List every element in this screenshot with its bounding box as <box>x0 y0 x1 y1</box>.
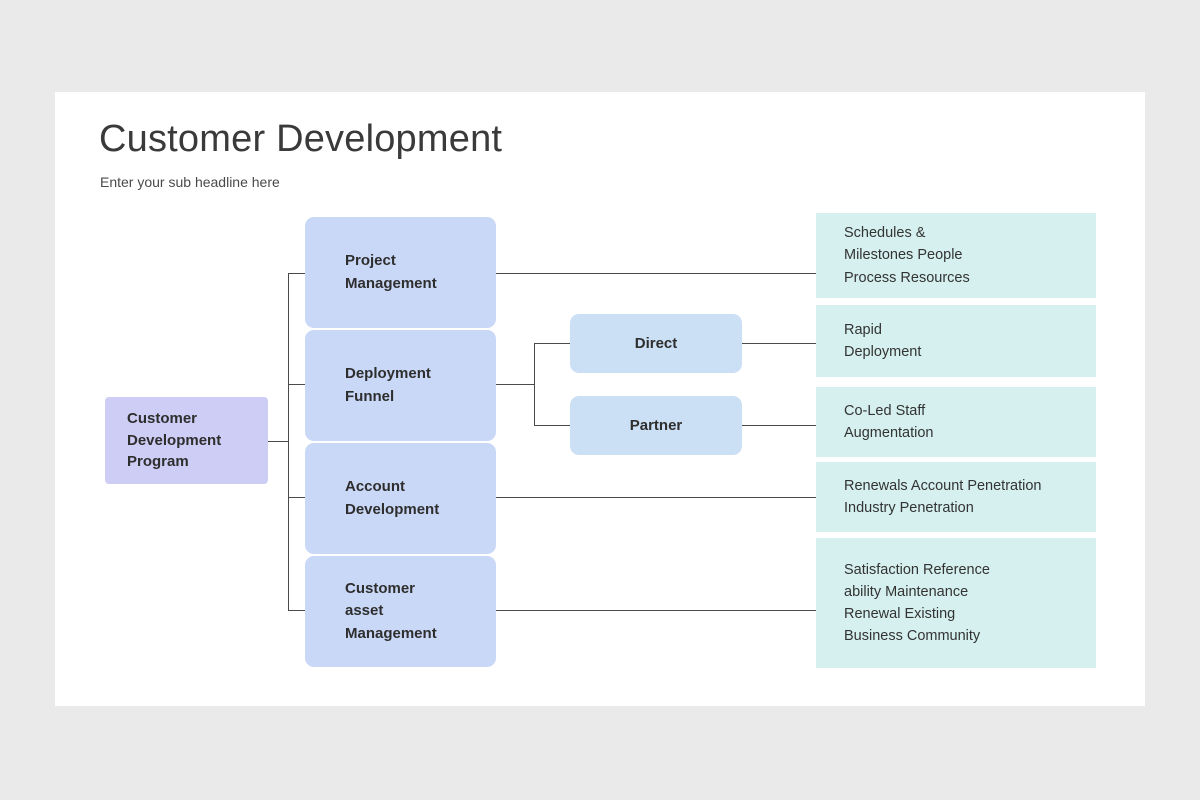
node-label: Deployment Funnel <box>345 365 431 405</box>
connector-branch-3 <box>288 497 305 498</box>
connector-branch-4 <box>288 610 305 611</box>
connector-branch-2 <box>288 384 305 385</box>
org-chart-diagram: Customer Development Program Project Man… <box>55 92 1145 706</box>
page-subtitle: Enter your sub headline here <box>100 174 280 190</box>
detail-co-led-staff-augmentation[interactable]: Co-Led Staff Augmentation <box>816 387 1096 457</box>
connector-root-trunk <box>288 273 289 610</box>
node-direct[interactable]: Direct <box>570 314 742 373</box>
node-partner[interactable]: Partner <box>570 396 742 455</box>
detail-label: Renewals Account Penetration Industry Pe… <box>844 477 1042 516</box>
connector-branch2-trunk <box>534 343 535 425</box>
detail-schedules-milestones[interactable]: Schedules & Milestones People Process Re… <box>816 213 1096 298</box>
detail-renewals-account-penetration[interactable]: Renewals Account Penetration Industry Pe… <box>816 462 1096 532</box>
detail-satisfaction-reference[interactable]: Satisfaction Reference ability Maintenan… <box>816 538 1096 668</box>
node-project-management[interactable]: Project Management <box>305 217 496 328</box>
node-label: Customer Development Program <box>127 409 222 471</box>
node-account-development[interactable]: Account Development <box>305 443 496 554</box>
connector-branch-1 <box>288 273 305 274</box>
connector-partner-to-detail3 <box>742 425 816 426</box>
node-label: Account Development <box>345 478 440 518</box>
page-title: Customer Development <box>99 118 503 160</box>
connector-branch2-stem <box>496 384 534 385</box>
node-label: Partner <box>629 417 683 434</box>
node-label: Project Management <box>345 252 437 292</box>
node-customer-development-program[interactable]: Customer Development Program <box>105 397 268 484</box>
detail-label: Rapid Deployment <box>844 321 922 360</box>
connector-root-stem <box>268 441 288 442</box>
connector-branch3-to-detail4 <box>496 497 816 498</box>
detail-label: Schedules & Milestones People Process Re… <box>844 225 970 286</box>
detail-label: Co-Led Staff Augmentation <box>844 402 934 441</box>
node-customer-asset-management[interactable]: Customer asset Management <box>305 556 496 667</box>
detail-rapid-deployment[interactable]: Rapid Deployment <box>816 305 1096 377</box>
connector-direct-to-detail2 <box>742 343 816 344</box>
node-deployment-funnel[interactable]: Deployment Funnel <box>305 330 496 441</box>
connector-branch4-to-detail5 <box>496 610 816 611</box>
connector-branch1-to-detail1 <box>496 273 816 274</box>
detail-label: Satisfaction Reference ability Maintenan… <box>844 561 990 645</box>
connector-to-partner <box>534 425 570 426</box>
node-label: Customer asset Management <box>345 580 437 642</box>
slide-card: Customer Development Enter your sub head… <box>55 92 1145 706</box>
connector-to-direct <box>534 343 570 344</box>
node-label: Direct <box>634 335 678 352</box>
